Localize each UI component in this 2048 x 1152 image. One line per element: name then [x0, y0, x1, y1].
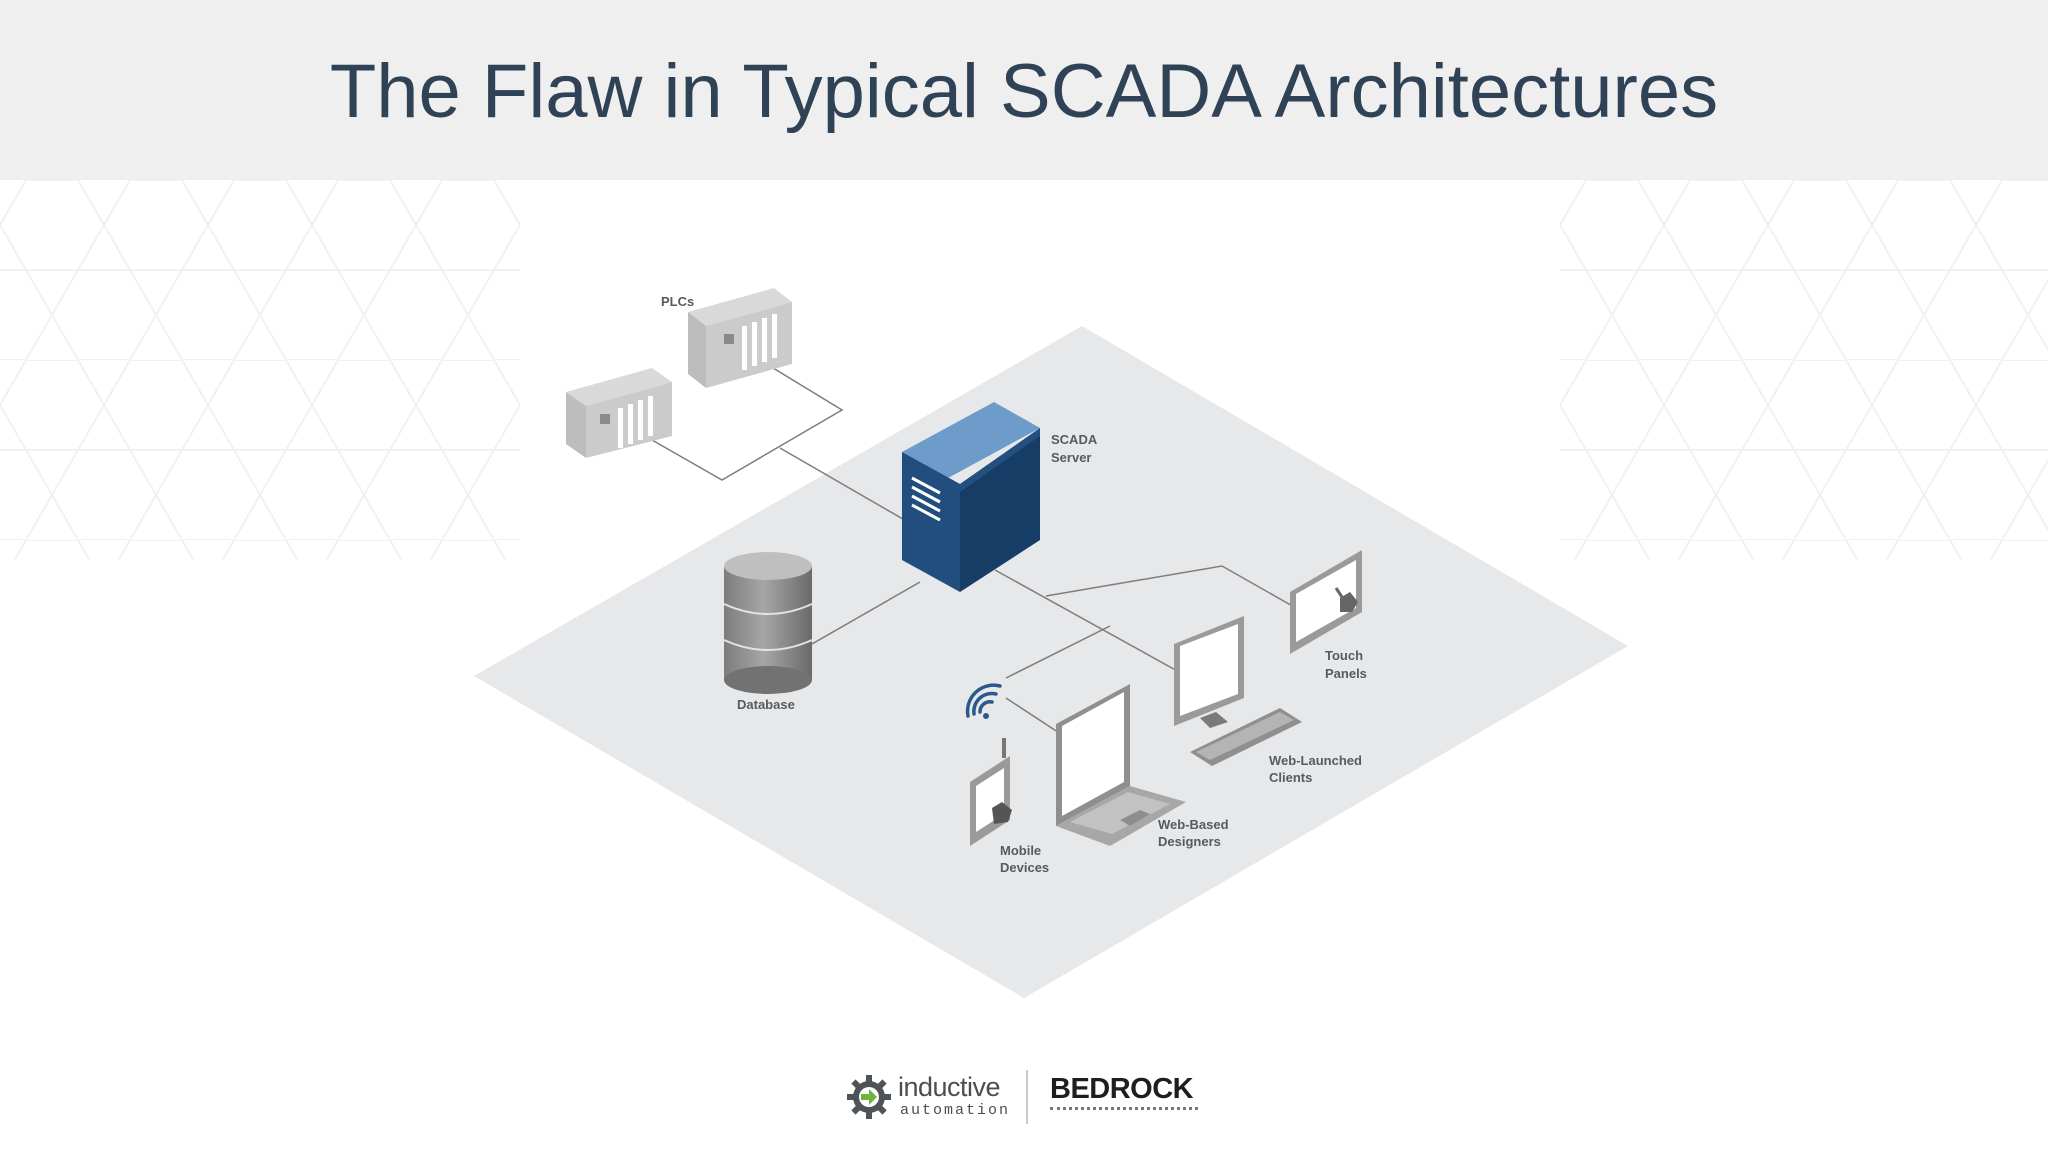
label-mobile-devices-line1: Mobile [1000, 843, 1041, 858]
inductive-automation-logo: inductive automation [846, 1070, 1008, 1126]
link-database-server [811, 581, 921, 645]
hex-pattern-left [0, 180, 520, 560]
bedrock-logo: BEDROCK [1050, 1074, 1200, 1118]
server-vent-lines [911, 476, 941, 522]
label-touch-panels-line1: Touch [1325, 648, 1363, 663]
footer-logos: inductive automation BEDROCK [0, 1060, 2048, 1130]
label-web-launched-clients-line2: Clients [1269, 770, 1312, 785]
scada-server [902, 402, 1040, 592]
label-database: Database [737, 697, 795, 712]
gear-arrow-icon [847, 1075, 891, 1119]
label-plcs: PLCs [661, 294, 694, 309]
network-platform [474, 326, 1628, 998]
page-title: The Flaw in Typical SCADA Architectures [329, 49, 1719, 134]
mobile-device-icon [970, 738, 1012, 846]
desktop-client-icon [1174, 616, 1302, 766]
plc-unit-1 [688, 288, 792, 388]
title-bar: The Flaw in Typical SCADA Architectures [0, 0, 2048, 180]
label-scada-server-line1: SCADA [1051, 432, 1098, 447]
link-plc-loop [637, 359, 844, 481]
hex-pattern-right [1560, 180, 2048, 560]
label-mobile-devices-line2: Devices [1000, 860, 1049, 875]
link-server-trunk [994, 569, 1209, 689]
label-scada-server-line2: Server [1051, 450, 1091, 465]
inductive-wordmark: inductive [898, 1072, 1001, 1102]
automation-wordmark: automation [900, 1102, 1011, 1119]
label-web-launched-clients-line1: Web-Launched [1269, 753, 1362, 768]
laptop-icon [1056, 684, 1186, 846]
plc-unit-2 [566, 368, 672, 458]
link-touch-panels [1045, 565, 1297, 609]
label-web-based-designers-line1: Web-Based [1158, 817, 1229, 832]
logo-divider [1026, 1070, 1028, 1124]
touch-panel-icon [1290, 550, 1362, 654]
link-wifi [1005, 625, 1111, 679]
link-plc-server [779, 447, 909, 523]
label-touch-panels-line2: Panels [1325, 666, 1367, 681]
wifi-icon [965, 683, 1002, 719]
bedrock-wordmark: BEDROCK [1050, 1073, 1194, 1105]
label-web-based-designers-line2: Designers [1158, 834, 1221, 849]
bedrock-tagline-graphic [1050, 1107, 1198, 1113]
database-icon [723, 552, 813, 694]
